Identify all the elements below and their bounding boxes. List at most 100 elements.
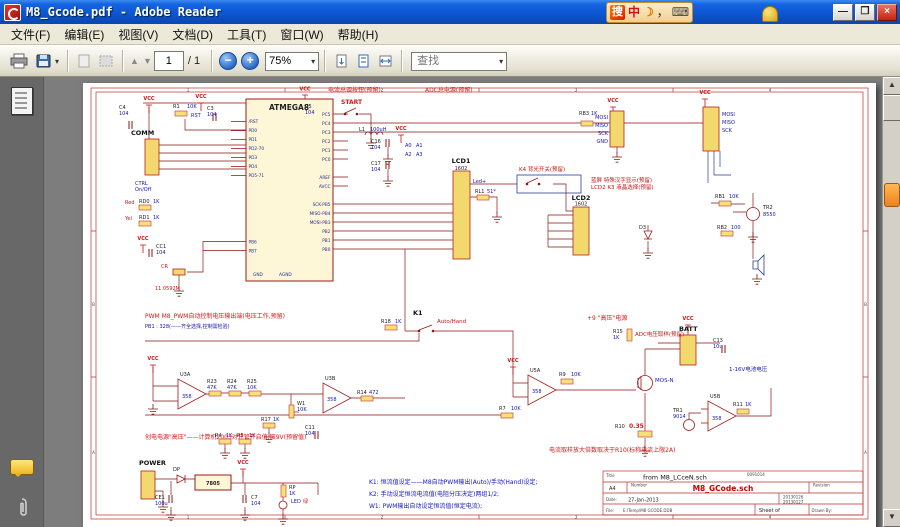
power-label: POWER [139, 459, 166, 467]
svg-text:1K: 1K [226, 433, 233, 439]
ime-key-icon[interactable] [762, 6, 778, 22]
menu-document[interactable]: 文档(D) [172, 27, 213, 42]
note-lcd-k3: LCD2 K3 液晶选择(预留) [591, 183, 654, 191]
ime-punct-icon[interactable]: ， [656, 5, 669, 19]
zoom-in-button[interactable]: + [241, 52, 260, 70]
svg-text:10K: 10K [571, 372, 581, 378]
note-adc-power: ADC总电源(预留) [425, 86, 473, 94]
svg-text:AREF: AREF [319, 175, 331, 181]
export-dropdown-icon[interactable]: ▾ [55, 56, 60, 66]
vertical-scrollbar[interactable]: ▲ ▼ [882, 77, 900, 527]
pdf-page: 1 2 3 4 1 2 3 4 B A B A [83, 83, 876, 527]
menu-file[interactable]: 文件(F) [11, 27, 51, 42]
connectors [140, 106, 720, 500]
svg-text:CE1: CE1 [155, 495, 165, 501]
menu-tools[interactable]: 工具(T) [227, 27, 267, 42]
svg-text:8550: 8550 [763, 212, 776, 218]
svg-text:VCC: VCC [195, 94, 207, 100]
svg-text:1K: 1K [591, 111, 598, 117]
single-page-button[interactable] [352, 49, 374, 73]
pages-panel-icon[interactable] [11, 87, 33, 115]
svg-text:9014: 9014 [673, 414, 686, 420]
find-input[interactable] [415, 54, 486, 68]
svg-text:A0: A0 [405, 143, 412, 149]
attachments-panel-icon[interactable] [14, 497, 30, 519]
zoom-dropdown-icon: ▾ [311, 56, 316, 66]
ime-keyboard-icon[interactable]: ⌨ [671, 5, 690, 19]
close-button[interactable]: × [877, 4, 897, 21]
frame-col-4: 4 [769, 87, 772, 92]
svg-text:358: 358 [532, 389, 542, 395]
svg-text:0.35: 0.35 [629, 423, 644, 430]
svg-text:/RST: /RST [249, 119, 259, 125]
svg-text:PB0: PB0 [322, 247, 331, 253]
select-tool-button[interactable] [73, 49, 95, 73]
titleblock-title: from M8_LCceN.sch [643, 474, 707, 482]
menu-edit[interactable]: 编辑(E) [64, 27, 105, 42]
minimize-button[interactable]: — [833, 4, 853, 21]
title-bar[interactable]: M8_Gcode.pdf - Adobe Reader 搜 中 ☽ ， ⌨ — … [0, 0, 900, 24]
zoom-out-button[interactable]: − [219, 52, 238, 70]
next-page-icon[interactable]: ▼ [142, 56, 152, 66]
page-total-label: / 1 [187, 55, 201, 67]
svg-text:U3A: U3A [180, 372, 191, 378]
ime-fullwidth-icon[interactable]: ☽ [643, 5, 654, 19]
svg-text:104: 104 [119, 111, 129, 117]
k4-region-box [516, 174, 582, 194]
svg-text:3: 3 [575, 514, 578, 519]
restore-button[interactable]: ❐ [855, 4, 875, 21]
svg-text:47K: 47K [207, 385, 217, 391]
scrollbar-thumb[interactable] [883, 95, 900, 121]
fit-width-button[interactable] [374, 49, 396, 73]
svg-text:On/Off: On/Off [135, 187, 152, 193]
atmega8-labels: ATMEGA8 /RST PD0 PD1 PD2-70 PD3 PD4 PD5-… [249, 103, 332, 278]
menu-view[interactable]: 视图(V) [118, 27, 159, 42]
find-dropdown-icon[interactable]: ▾ [499, 56, 504, 66]
toolbar-separator [122, 50, 124, 72]
document-canvas[interactable]: 1 2 3 4 1 2 3 4 B A B A [44, 77, 883, 527]
comments-panel-icon[interactable] [10, 459, 34, 477]
select-tool-icon [78, 54, 90, 68]
svg-text:LED: LED [291, 499, 301, 505]
svg-text:R5: R5 [237, 433, 244, 439]
svg-text:U5A: U5A [530, 368, 541, 374]
svg-text:PC0: PC0 [322, 157, 331, 163]
batt-label: BATT [679, 325, 698, 333]
speaker [752, 254, 765, 276]
find-box[interactable]: ▾ [411, 51, 508, 71]
svg-text:10K: 10K [297, 407, 307, 413]
svg-text:VCC: VCC [137, 236, 149, 242]
note-bottom-left: 创电电源"高压"——计算机2003对开管开启值,取9V(预留值) [145, 433, 306, 441]
print-button[interactable] [6, 49, 32, 73]
menu-help[interactable]: 帮助(H) [337, 27, 379, 42]
svg-text:1K: 1K [613, 335, 620, 341]
svg-text:1-16V电池电压: 1-16V电池电压 [729, 365, 768, 373]
snapshot-button[interactable] [95, 49, 117, 73]
export-icon [36, 54, 51, 68]
ime-logo-icon[interactable]: 搜 [610, 5, 625, 20]
titleblock-title-label: Title [605, 473, 615, 478]
previous-page-icon[interactable]: ▲ [130, 56, 139, 66]
titleblock-date: 27-Jan-2013 [628, 498, 659, 504]
frame-row-a: A [92, 450, 95, 455]
scroll-down-button[interactable]: ▼ [883, 509, 900, 527]
lcd2-label: LCD2 [572, 194, 591, 202]
svg-text:11.0592M: 11.0592M [155, 286, 180, 292]
svg-text:1K: 1K [289, 491, 296, 497]
scroll-up-button[interactable]: ▲ [883, 77, 900, 95]
svg-text:104: 104 [371, 145, 381, 151]
svg-text:MOSI: MOSI [595, 115, 608, 121]
export-button[interactable]: ▾ [32, 49, 62, 73]
opamp-u3a [177, 378, 207, 410]
svg-text:VCC: VCC [699, 90, 711, 96]
menu-window[interactable]: 窗口(W) [280, 27, 324, 42]
ime-mode-icon[interactable]: 中 [628, 5, 641, 19]
page-number-input[interactable] [153, 51, 184, 71]
scrolling-mode-button[interactable] [330, 49, 352, 73]
ime-toolbar[interactable]: 搜 中 ☽ ， ⌨ [606, 2, 694, 23]
svg-text:RD1: RD1 [139, 215, 150, 221]
scrollbar-marker[interactable] [884, 183, 900, 207]
zoom-level-select[interactable]: 75% ▾ [265, 51, 320, 71]
svg-text:VCC: VCC [237, 460, 249, 466]
svg-text:1: 1 [187, 514, 190, 519]
